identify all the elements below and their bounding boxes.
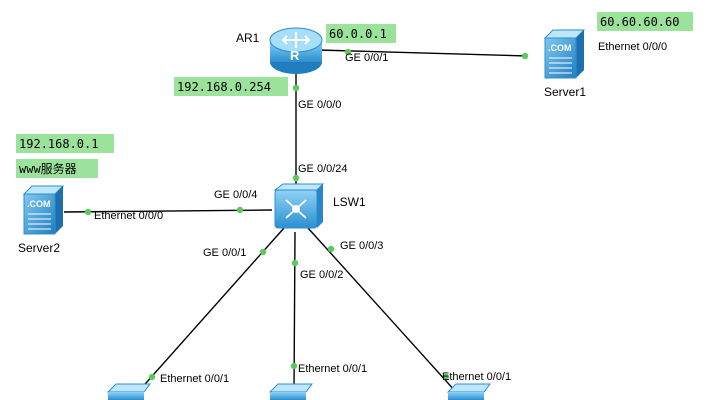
server1-badge: .COM xyxy=(548,43,572,53)
server2-badge: .COM xyxy=(27,199,51,209)
server1-device[interactable]: .COM xyxy=(543,29,586,79)
switch-name: LSW1 xyxy=(333,195,366,209)
server2-role: www服务器 xyxy=(19,161,77,176)
ip-server2-tag: 192.168.0.1 xyxy=(16,134,114,153)
port-pc3-eth: Ethernet 0/0/1 xyxy=(442,371,511,383)
port-dot-router-ge001 xyxy=(344,48,352,56)
port-dot-server2 xyxy=(84,208,92,216)
port-switch-ge001: GE 0/0/1 xyxy=(203,247,246,259)
port-server1-eth: Ethernet 0/0/0 xyxy=(598,41,667,53)
link-switch-pc3 xyxy=(307,227,457,393)
port-switch-ge002: GE 0/0/2 xyxy=(300,269,343,281)
pc2-device[interactable] xyxy=(268,383,313,400)
server1-name: Server1 xyxy=(544,85,586,99)
port-dot-pc3 xyxy=(442,373,450,381)
ip-router-wan-tag: 60.0.0.1 xyxy=(326,24,396,43)
port-pc2-eth: Ethernet 0/0/1 xyxy=(298,363,367,375)
link-switch-pc1 xyxy=(137,227,285,393)
port-dot-switch-ge003 xyxy=(327,245,335,253)
port-router-ge001: GE 0/0/1 xyxy=(345,52,388,64)
ip-router-lan: 192.168.0.254 xyxy=(177,80,271,94)
port-dot-switch-ge001 xyxy=(259,248,267,256)
port-pc1-eth: Ethernet 0/0/1 xyxy=(160,373,229,385)
port-switch-ge003: GE 0/0/3 xyxy=(340,240,383,252)
port-dot-pc1 xyxy=(148,373,156,381)
ip-server2: 192.168.0.1 xyxy=(19,137,98,151)
router-arrows-icon xyxy=(281,32,311,48)
router-device[interactable]: R xyxy=(269,27,323,74)
port-switch-ge004: GE 0/0/4 xyxy=(214,189,257,201)
port-server2-eth: Ethernet 0/0/0 xyxy=(94,210,163,222)
port-switch-ge0024: GE 0/0/24 xyxy=(298,163,348,175)
port-dot-switch-ge002 xyxy=(291,259,299,267)
router-r-glyph: R xyxy=(290,48,300,63)
server2-role-tag: www服务器 xyxy=(16,159,98,178)
port-dot-server1 xyxy=(521,52,529,60)
pc3-device[interactable] xyxy=(446,383,491,400)
port-dot-pc2 xyxy=(290,362,298,370)
port-router-ge000: GE 0/0/0 xyxy=(298,99,341,111)
ip-server1: 60.60.60.60 xyxy=(600,15,679,29)
ip-server1-tag: 60.60.60.60 xyxy=(597,12,693,31)
server2-name: Server2 xyxy=(18,241,60,255)
link-router-server1 xyxy=(317,49,529,57)
pc1-device[interactable] xyxy=(106,383,151,400)
router-name: AR1 xyxy=(236,31,260,45)
port-dot-switch-ge004 xyxy=(236,206,244,214)
ip-router-lan-tag: 192.168.0.254 xyxy=(174,77,288,96)
ip-router-wan: 60.0.0.1 xyxy=(329,27,387,41)
port-dot-router-ge000 xyxy=(292,84,300,92)
server2-device[interactable]: .COM xyxy=(22,185,65,235)
switch-arrows-icon xyxy=(285,199,307,219)
port-dot-switch-ge0024 xyxy=(292,174,300,182)
switch-device[interactable] xyxy=(273,183,325,229)
